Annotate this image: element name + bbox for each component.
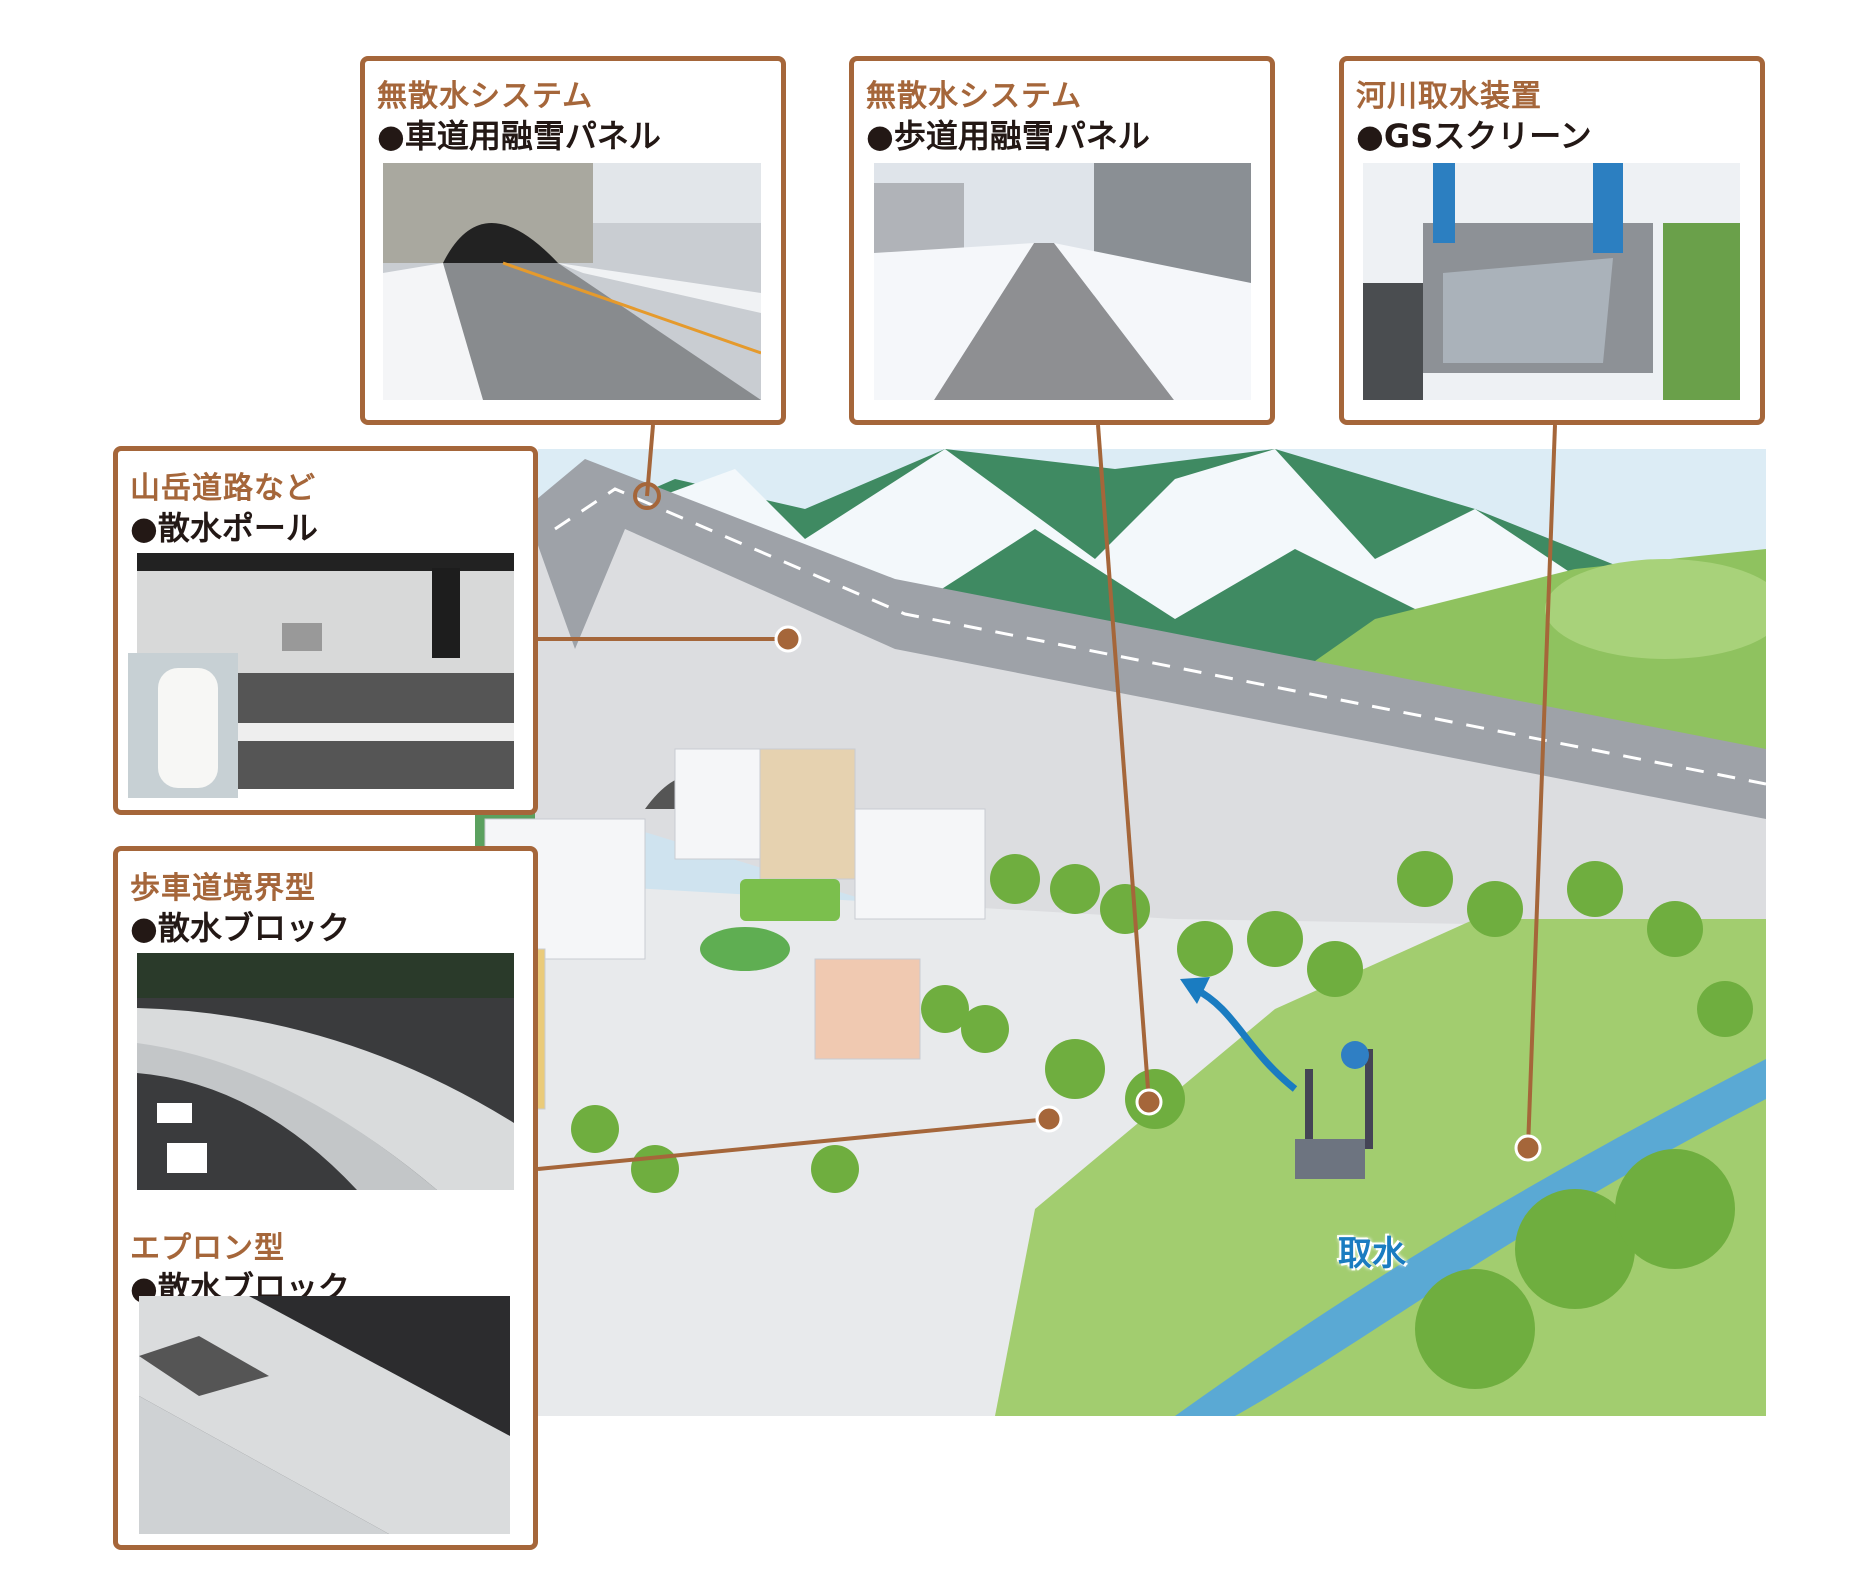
sprinkler-closeup-photo xyxy=(128,653,238,798)
panel-category: 山岳道路など xyxy=(130,471,316,506)
gs-screen-photo xyxy=(1363,163,1740,400)
winter-town-illustration xyxy=(475,449,1766,1416)
apron-block-photo xyxy=(139,1296,510,1534)
panel-item: ●散水ブロック xyxy=(130,909,350,947)
panel-sprinkler-block: 歩車道境界型 ●散水ブロック エプロン型 ●散水ブロック xyxy=(113,846,538,1550)
intake-label: 取水 xyxy=(1338,1234,1406,1274)
panel-road-snow-melting: 無散水システム ●車道用融雪パネル xyxy=(360,56,786,425)
panel-item: ●GSスクリーン xyxy=(1356,117,1592,155)
tunnel-road-photo xyxy=(383,163,761,400)
gs-screen-device xyxy=(1295,1041,1373,1179)
panel-category: 河川取水装置 xyxy=(1356,79,1542,114)
river xyxy=(1175,1059,1766,1416)
panel-category: 歩車道境界型 xyxy=(130,871,316,906)
panel-item: ●散水ポール xyxy=(130,509,318,547)
panel-sidewalk-snow-melting: 無散水システム ●歩道用融雪パネル xyxy=(849,56,1275,425)
sidewalk-photo xyxy=(874,163,1251,400)
panel-item: ●歩道用融雪パネル xyxy=(866,117,1150,155)
panel-category: エプロン型 xyxy=(130,1231,285,1266)
bus xyxy=(740,879,840,921)
panel-category: 無散水システム xyxy=(866,79,1083,114)
curb-block-photo xyxy=(137,953,514,1190)
panel-item: ●車道用融雪パネル xyxy=(377,117,661,155)
panel-river-intake: 河川取水装置 ●GSスクリーン xyxy=(1339,56,1765,425)
panel-sprinkler-pole: 山岳道路など ●散水ポール xyxy=(113,446,538,815)
panel-category: 無散水システム xyxy=(377,79,594,114)
intake-arrow xyxy=(1193,985,1298,1092)
